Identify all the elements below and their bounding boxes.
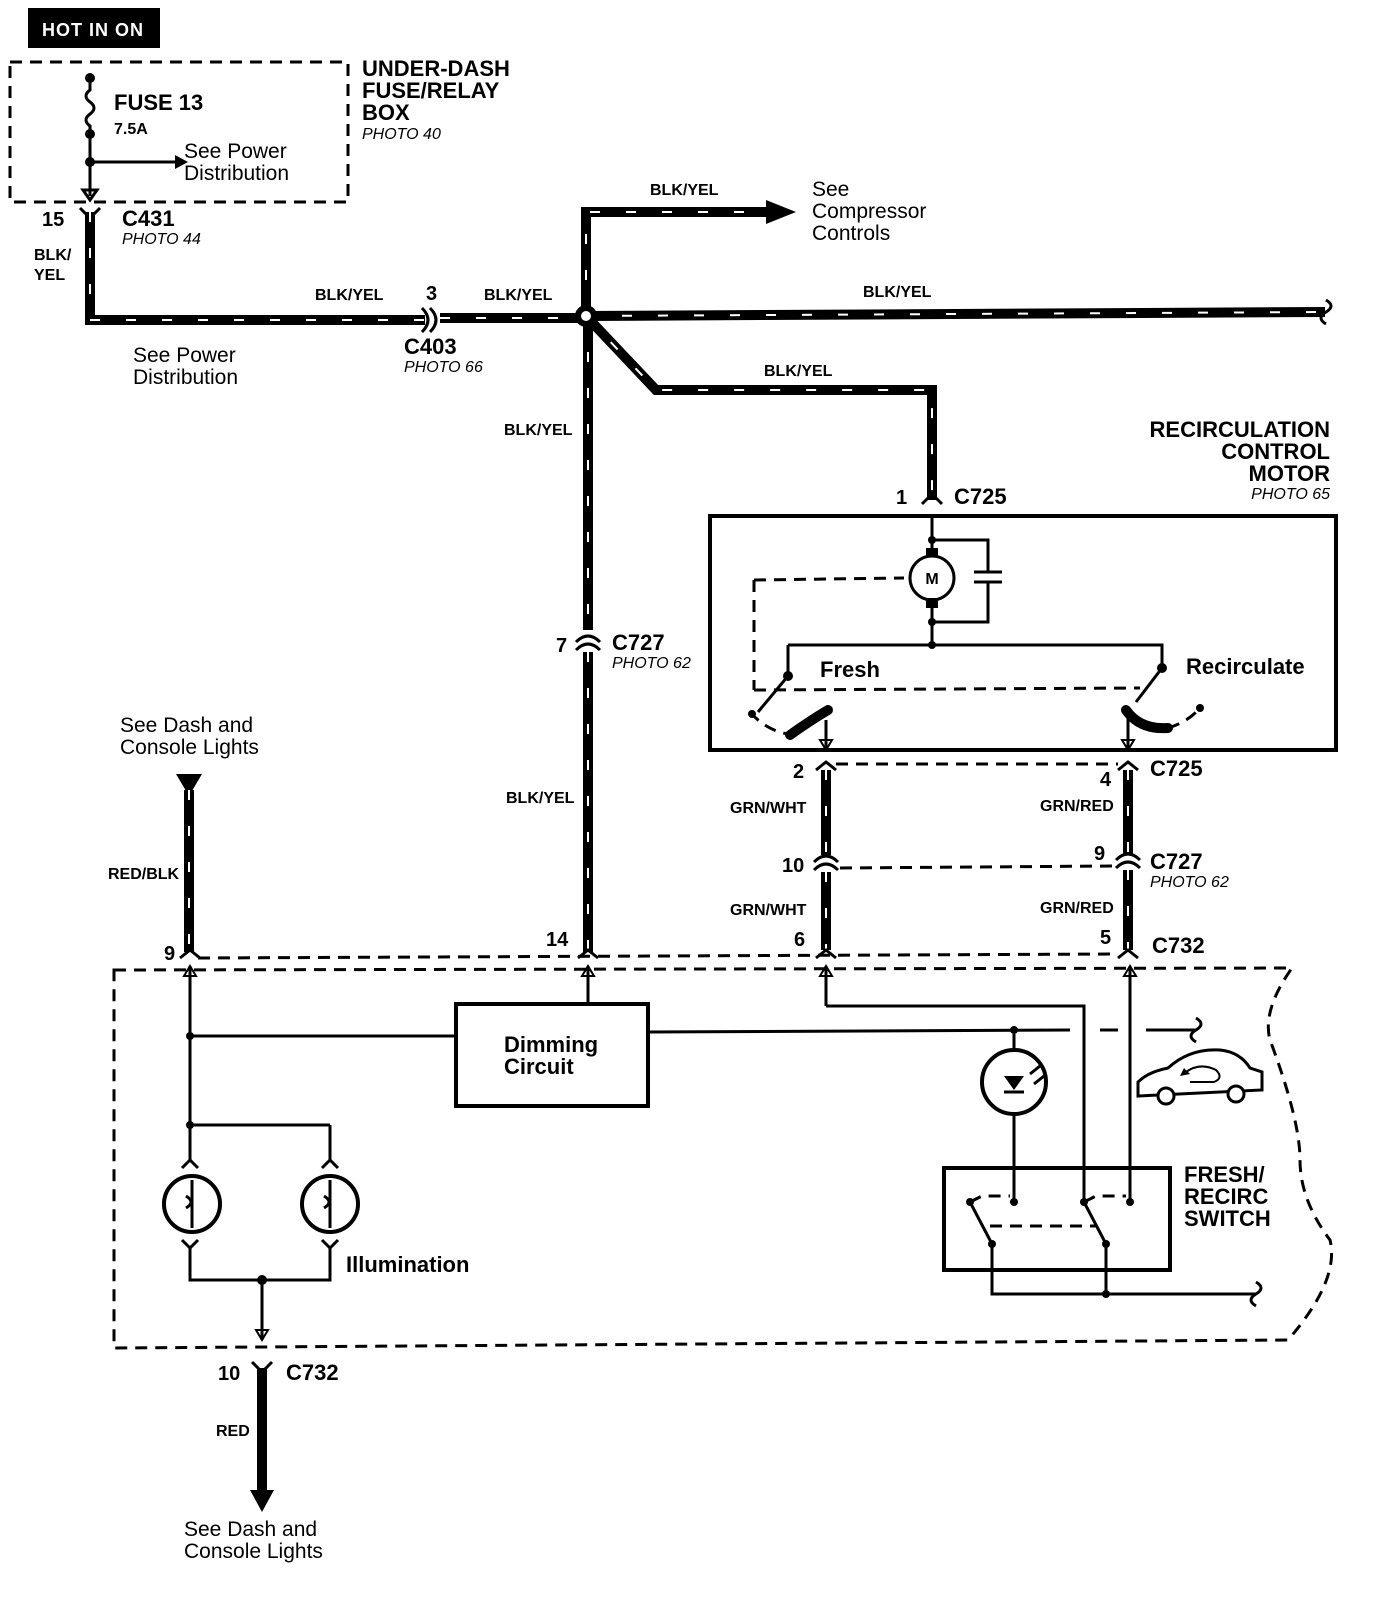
car-recirc-icon [1136,1048,1264,1106]
control-unit-outline [112,966,1334,1350]
dimming-circuit-box [454,1002,650,1108]
c403-name: C403 [404,334,457,359]
dimming-label-2: Circuit [504,1054,574,1079]
wire-label-3: BLK/YEL [863,284,932,301]
c725-pin1: 1 [896,487,907,509]
fresh-limit-switch [756,675,790,713]
fuse-box-outline [8,60,350,204]
wire-label-2: BLK/YEL [484,287,553,304]
fuse-see-2: Distribution [184,162,289,185]
fuse-name: FUSE 13 [114,90,203,115]
dimming-label-1: Dimming [504,1032,598,1057]
see-compressor-3: Controls [812,222,890,245]
see-compressor-2: Compressor [812,200,926,223]
fuse-see-1: See Power [184,140,287,163]
c727-photo-1: PHOTO 62 [612,655,691,672]
fuse-dot-top [85,73,95,83]
wire-grn-red-label-1: GRN/RED [1040,798,1114,815]
switch-title-3: SWITCH [1184,1206,1271,1231]
c431-wire-2: YEL [34,267,65,284]
c732-pin9: 9 [164,943,175,965]
illumination-bulb-left [162,1157,222,1251]
fuse-box-photo: PHOTO 40 [362,126,441,143]
wire-blk-yel-motor [582,312,937,500]
wire-grn-wht-label-1: GRN/WHT [730,800,807,817]
hot-badge [28,8,160,48]
c732-name-1: C732 [1152,933,1205,958]
motor-title-1: RECIRCULATION [1150,417,1330,442]
wire-blk-yel-compressor [581,207,768,316]
wire-label-1: BLK/YEL [315,287,384,304]
c732-name-2: C732 [286,1360,339,1385]
motor-title-2: CONTROL [1221,439,1330,464]
c431-photo: PHOTO 44 [122,231,201,248]
fuse-box-title-1: UNDER-DASH [362,56,510,81]
wire-label-7: BLK/YEL [506,790,575,807]
c725-pin4: 4 [1100,769,1112,791]
wire-grn-wht-label-2: GRN/WHT [730,902,807,919]
see-dash-top-2: Console Lights [120,736,259,759]
motor-letter: M [925,571,938,588]
c403-photo: PHOTO 66 [404,359,483,376]
arrow-power-dist [175,155,188,169]
c732-pin10: 10 [218,1363,240,1385]
fuse-dot-mid [85,129,95,139]
motor-title-3: MOTOR [1249,461,1331,486]
fresh-label: Fresh [820,657,880,682]
fresh-recirc-switch-box [942,1166,1172,1272]
c403-pin: 3 [426,283,437,305]
fuse-13-symbol [84,76,96,196]
wire-label-5: BLK/YEL [764,363,833,380]
fuse-box-title-3: BOX [362,100,410,125]
capacitor-symbol [932,538,1002,624]
fuse-rating: 7.5A [114,121,148,138]
recirc-limit-switch [1134,667,1164,703]
recirculate-label: Recirculate [1186,654,1305,679]
c431-wire-1: BLK/ [34,247,72,264]
wire-grn-red-label-2: GRN/RED [1040,900,1114,917]
c431-name: C431 [122,206,175,231]
c727-name-2: C727 [1150,849,1203,874]
wire-label-6: BLK/YEL [504,422,573,439]
c725-pin2: 2 [793,761,804,783]
c727-pin10: 10 [782,855,804,877]
see-compressor-1: See [812,178,849,201]
c732-pin6: 6 [794,929,805,951]
c732-pin14: 14 [546,929,569,951]
motor-box [708,514,1338,752]
see-power-2: Distribution [133,366,238,389]
c727-pin9: 9 [1094,843,1105,865]
see-dash-top-1: See Dash and [120,714,253,737]
switch-title-2: RECIRC [1184,1184,1268,1209]
wire-red-label: RED [216,1423,250,1440]
arrow-dash-bottom [250,1490,274,1512]
c727-name-1: C727 [612,630,665,655]
c725-name-1: C725 [954,484,1007,509]
switch-contact-1 [968,1201,994,1245]
see-dash-bottom-1: See Dash and [184,1518,317,1541]
c732-pin5: 5 [1100,927,1111,949]
c727-connector-lower [812,852,1142,872]
c727-photo-2: PHOTO 62 [1150,874,1229,891]
switch-contact-2 [1082,1201,1108,1245]
c727-pin7: 7 [556,635,567,657]
wire-red-blk-label: RED/BLK [108,866,180,883]
see-dash-bottom-2: Console Lights [184,1540,323,1563]
c725-name-2: C725 [1150,756,1203,781]
see-power-1: See Power [133,344,236,367]
motor-photo: PHOTO 65 [1251,486,1330,503]
c431-pin: 15 [42,209,64,231]
switch-title-1: FRESH/ [1184,1162,1265,1187]
c403-connector [420,306,438,334]
arrow-dash-top [176,774,202,796]
wire-label-4: BLK/YEL [650,182,719,199]
illumination-label: Illumination [346,1252,469,1277]
c727-connector-pin7 [574,634,602,652]
arrow-compressor [766,200,796,224]
fuse-box-title-2: FUSE/RELAY [362,78,500,103]
illumination-bulb-right [300,1157,360,1251]
hot-badge-text: HOT IN ON [42,20,144,40]
